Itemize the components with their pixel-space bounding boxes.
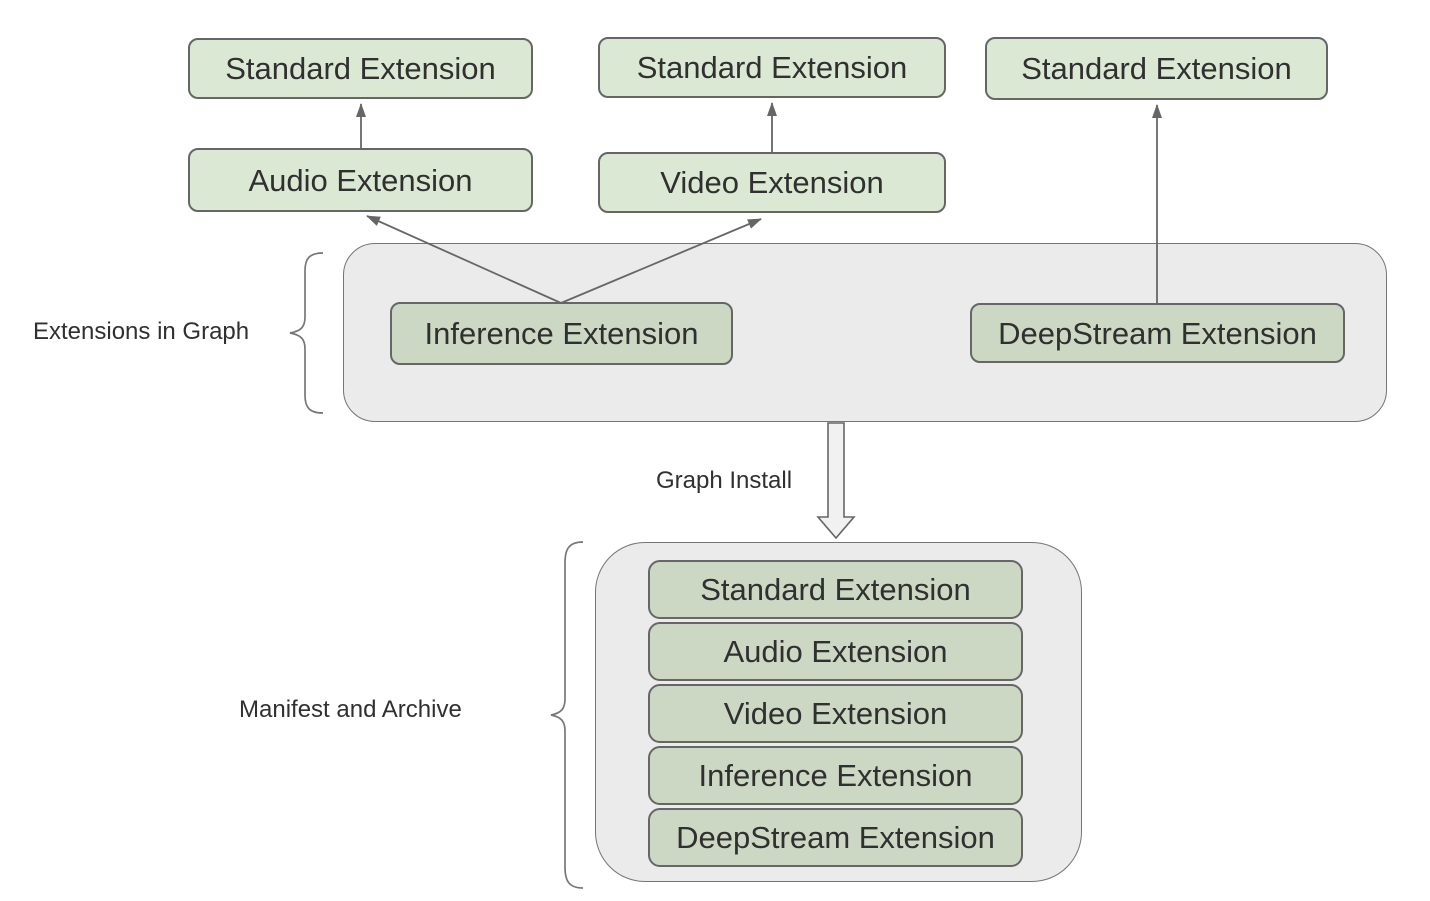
manifest-item-inference-extension: Inference Extension: [648, 746, 1023, 805]
graph-install-block-arrow: [816, 422, 856, 540]
node-standard-extension-middle: Standard Extension: [598, 37, 946, 98]
node-audio-extension: Audio Extension: [188, 148, 533, 212]
manifest-item-deepstream-extension: DeepStream Extension: [648, 808, 1023, 867]
label-extensions-in-graph: Extensions in Graph: [33, 318, 250, 345]
brace-manifest-and-archive: [550, 541, 584, 889]
manifest-item-standard-extension: Standard Extension: [648, 560, 1023, 619]
manifest-item-audio-extension: Audio Extension: [648, 622, 1023, 681]
label-graph-install: Graph Install: [656, 467, 793, 494]
node-standard-extension-right: Standard Extension: [985, 37, 1328, 100]
brace-extensions-in-graph: [289, 252, 324, 414]
node-inference-extension: Inference Extension: [390, 302, 733, 365]
label-manifest-and-archive: Manifest and Archive: [239, 696, 462, 723]
node-deepstream-extension: DeepStream Extension: [970, 303, 1345, 363]
manifest-item-video-extension: Video Extension: [648, 684, 1023, 743]
node-standard-extension-left: Standard Extension: [188, 38, 533, 99]
node-video-extension: Video Extension: [598, 152, 946, 213]
